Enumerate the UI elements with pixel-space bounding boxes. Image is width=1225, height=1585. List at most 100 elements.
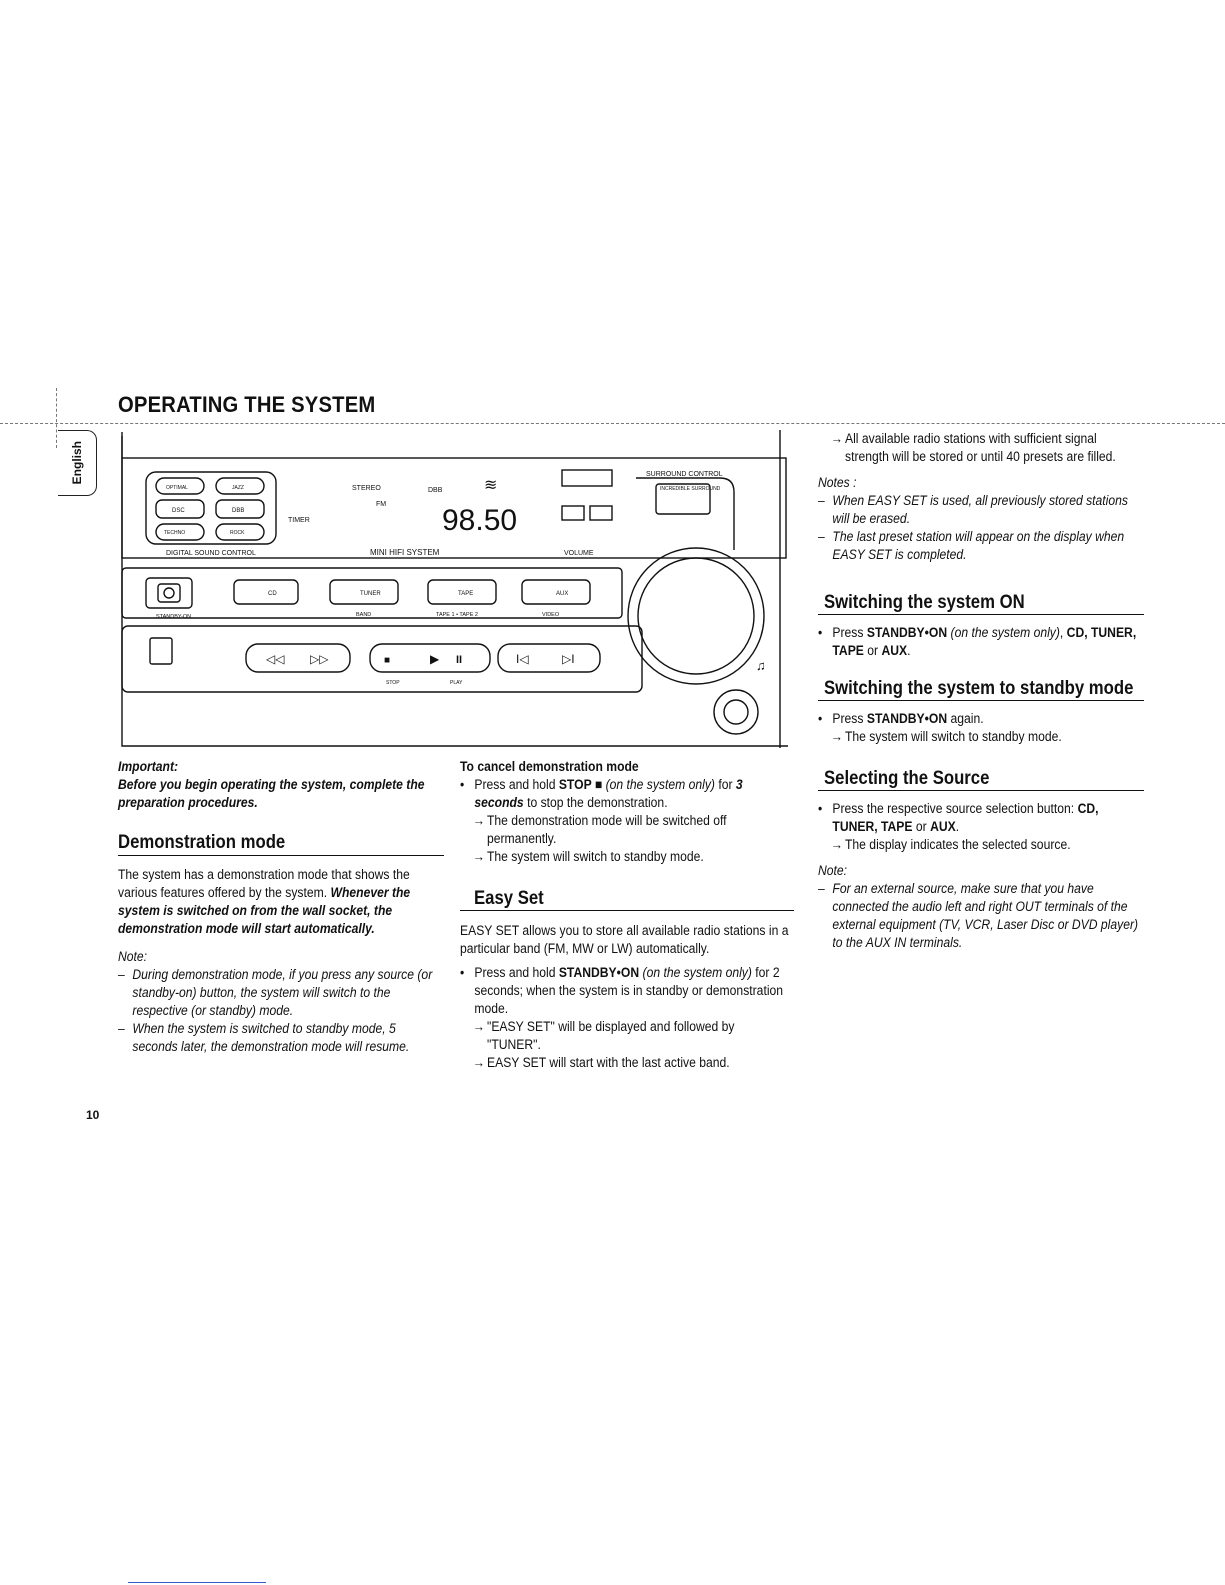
- page-heading: OPERATING THE SYSTEM: [118, 392, 376, 417]
- language-tab: English: [58, 430, 97, 496]
- tuner-button[interactable]: [329, 579, 399, 605]
- source-panel: [121, 567, 623, 619]
- easy-set-title: Easy Set: [474, 888, 544, 909]
- fast-forward-icon: ▷▷: [310, 652, 329, 666]
- tape-label: TAPE: [458, 591, 473, 597]
- stop-play-pause-buttons[interactable]: [369, 643, 491, 673]
- play-icon: ▶: [430, 652, 440, 666]
- demo-text-emphasis: Whenever the system is switched on from …: [118, 885, 411, 936]
- important-label: Important:: [118, 759, 179, 774]
- surround-control-label: SURROUND CONTROL: [646, 471, 723, 478]
- incredible-surround-label: INCREDIBLE SURROUND: [660, 486, 721, 492]
- cd-label: CD: [268, 591, 277, 597]
- switch-on-rule: [818, 614, 1144, 615]
- tape-button[interactable]: [427, 579, 497, 605]
- easy-set-result-cont: →All available radio stations with suffi…: [830, 431, 1116, 464]
- stereo-label: STEREO: [352, 485, 381, 492]
- middle-column: To cancel demonstration mode • Press and…: [460, 758, 789, 866]
- stop-label: STOP: [386, 680, 400, 686]
- video-label: VIDEO: [542, 612, 560, 618]
- easy-note-item: –The last preset station will appear on …: [818, 529, 1125, 562]
- dbb-button[interactable]: [215, 499, 265, 519]
- cassette-window-top: [561, 469, 613, 487]
- demo-note-label: Note:: [118, 949, 148, 964]
- language-tab-label: English: [70, 441, 84, 485]
- demo-text: The system has a demonstration mode that…: [118, 867, 410, 900]
- standby-step: • Press STANDBY•ON again.: [818, 711, 984, 726]
- jazz-label: JAZZ: [232, 485, 244, 491]
- surround-frame: [636, 477, 735, 550]
- device-frame: [121, 436, 788, 747]
- aux-button[interactable]: [521, 579, 591, 605]
- page-number: 10: [86, 1108, 100, 1122]
- tuner-label: TUNER: [360, 591, 381, 597]
- standby-on-button[interactable]: [145, 577, 193, 609]
- margin-mark: [56, 388, 58, 448]
- source-step: • Press the respective source selection …: [818, 801, 1099, 834]
- volume-knob[interactable]: [637, 557, 755, 675]
- heading-rule: [0, 423, 1225, 424]
- standby-body: • Press STANDBY•ON again. →The system wi…: [818, 710, 1142, 746]
- easy-set-rule: [460, 910, 794, 911]
- dsc-label: DSC: [172, 508, 185, 514]
- techno-button[interactable]: [155, 523, 205, 541]
- demo-note-item: –When the system is switched to standby …: [118, 1021, 410, 1054]
- standby-result: →The system will switch to standby mode.: [830, 729, 1062, 744]
- search-buttons[interactable]: [245, 643, 351, 673]
- switch-on-body: • Press STANDBY•ON (on the system only),…: [818, 624, 1142, 660]
- cancel-demo-title: To cancel demonstration mode: [460, 759, 639, 774]
- optimal-label: OPTIMAL: [166, 485, 188, 491]
- transport-panel: [121, 625, 643, 693]
- play-label: PLAY: [450, 680, 463, 686]
- demo-section-title: Demonstration mode: [118, 832, 286, 853]
- dsc-panel-label: DIGITAL SOUND CONTROL: [166, 550, 256, 557]
- easy-note-item: –When EASY SET is used, all previously s…: [818, 493, 1128, 526]
- dsc-button[interactable]: [155, 499, 205, 519]
- tape12-label: TAPE 1 • TAPE 2: [436, 612, 478, 618]
- volume-label: VOLUME: [564, 550, 594, 557]
- easy-notes-label: Notes :: [818, 475, 857, 490]
- dsc-cluster: [145, 471, 277, 545]
- easy-set-step: • Press and hold STANDBY•ON (on the syst…: [460, 965, 784, 1016]
- jazz-button[interactable]: [215, 477, 265, 495]
- rock-label: ROCK: [230, 530, 245, 536]
- techno-label: TECHNO: [164, 530, 185, 536]
- optimal-button[interactable]: [155, 477, 205, 495]
- left-column: Important: Before you begin operating th…: [118, 758, 442, 812]
- right-column: →All available radio stations with suffi…: [818, 430, 1142, 564]
- easy-set-result: →EASY SET will start with the last activ…: [472, 1055, 730, 1070]
- volume-knob-outer: [627, 547, 765, 685]
- display-panel: [121, 457, 787, 559]
- headphone-icon: ♫: [756, 658, 766, 673]
- source-title: Selecting the Source: [824, 768, 990, 789]
- cancel-demo-step: • Press and hold STOP ■ (on the system o…: [460, 777, 743, 810]
- standby-on-label: STANDBY-ON: [156, 614, 191, 620]
- rock-button[interactable]: [215, 523, 265, 541]
- frequency-display: 98.50: [442, 504, 517, 537]
- demo-section-rule: [118, 855, 444, 856]
- timer-label: TIMER: [288, 517, 310, 524]
- easy-set-result: →"EASY SET" will be displayed and follow…: [472, 1019, 735, 1052]
- tape-door: [149, 637, 173, 665]
- device-illustration: STEREO FM TIMER DBB SURROUND CONTROL INC…: [121, 430, 788, 748]
- incredible-surround-button[interactable]: [655, 483, 711, 515]
- prev-next-buttons[interactable]: [497, 643, 601, 673]
- source-body: • Press the respective source selection …: [818, 800, 1142, 952]
- demo-note-item: –During demonstration mode, if you press…: [118, 967, 433, 1018]
- aux-label: AUX: [556, 591, 568, 597]
- cassette-window-right: [589, 505, 613, 521]
- pause-icon: II: [456, 654, 462, 666]
- demo-body: The system has a demonstration mode that…: [118, 866, 442, 1056]
- cancel-demo-result: →The system will switch to standby mode.: [472, 849, 704, 864]
- standby-title: Switching the system to standby mode: [824, 678, 1134, 699]
- headphone-jack[interactable]: [723, 699, 749, 725]
- spectrum-icon: ≋: [484, 477, 497, 494]
- easy-set-text: EASY SET allows you to store all availab…: [460, 923, 789, 956]
- footer-mark: [128, 1582, 266, 1583]
- easy-set-body: EASY SET allows you to store all availab…: [460, 922, 789, 1072]
- important-text: Before you begin operating the system, c…: [118, 777, 425, 810]
- source-note-label: Note:: [818, 863, 848, 878]
- band-label: BAND: [356, 612, 371, 618]
- dbb-indicator: DBB: [428, 487, 443, 494]
- cd-button[interactable]: [233, 579, 299, 605]
